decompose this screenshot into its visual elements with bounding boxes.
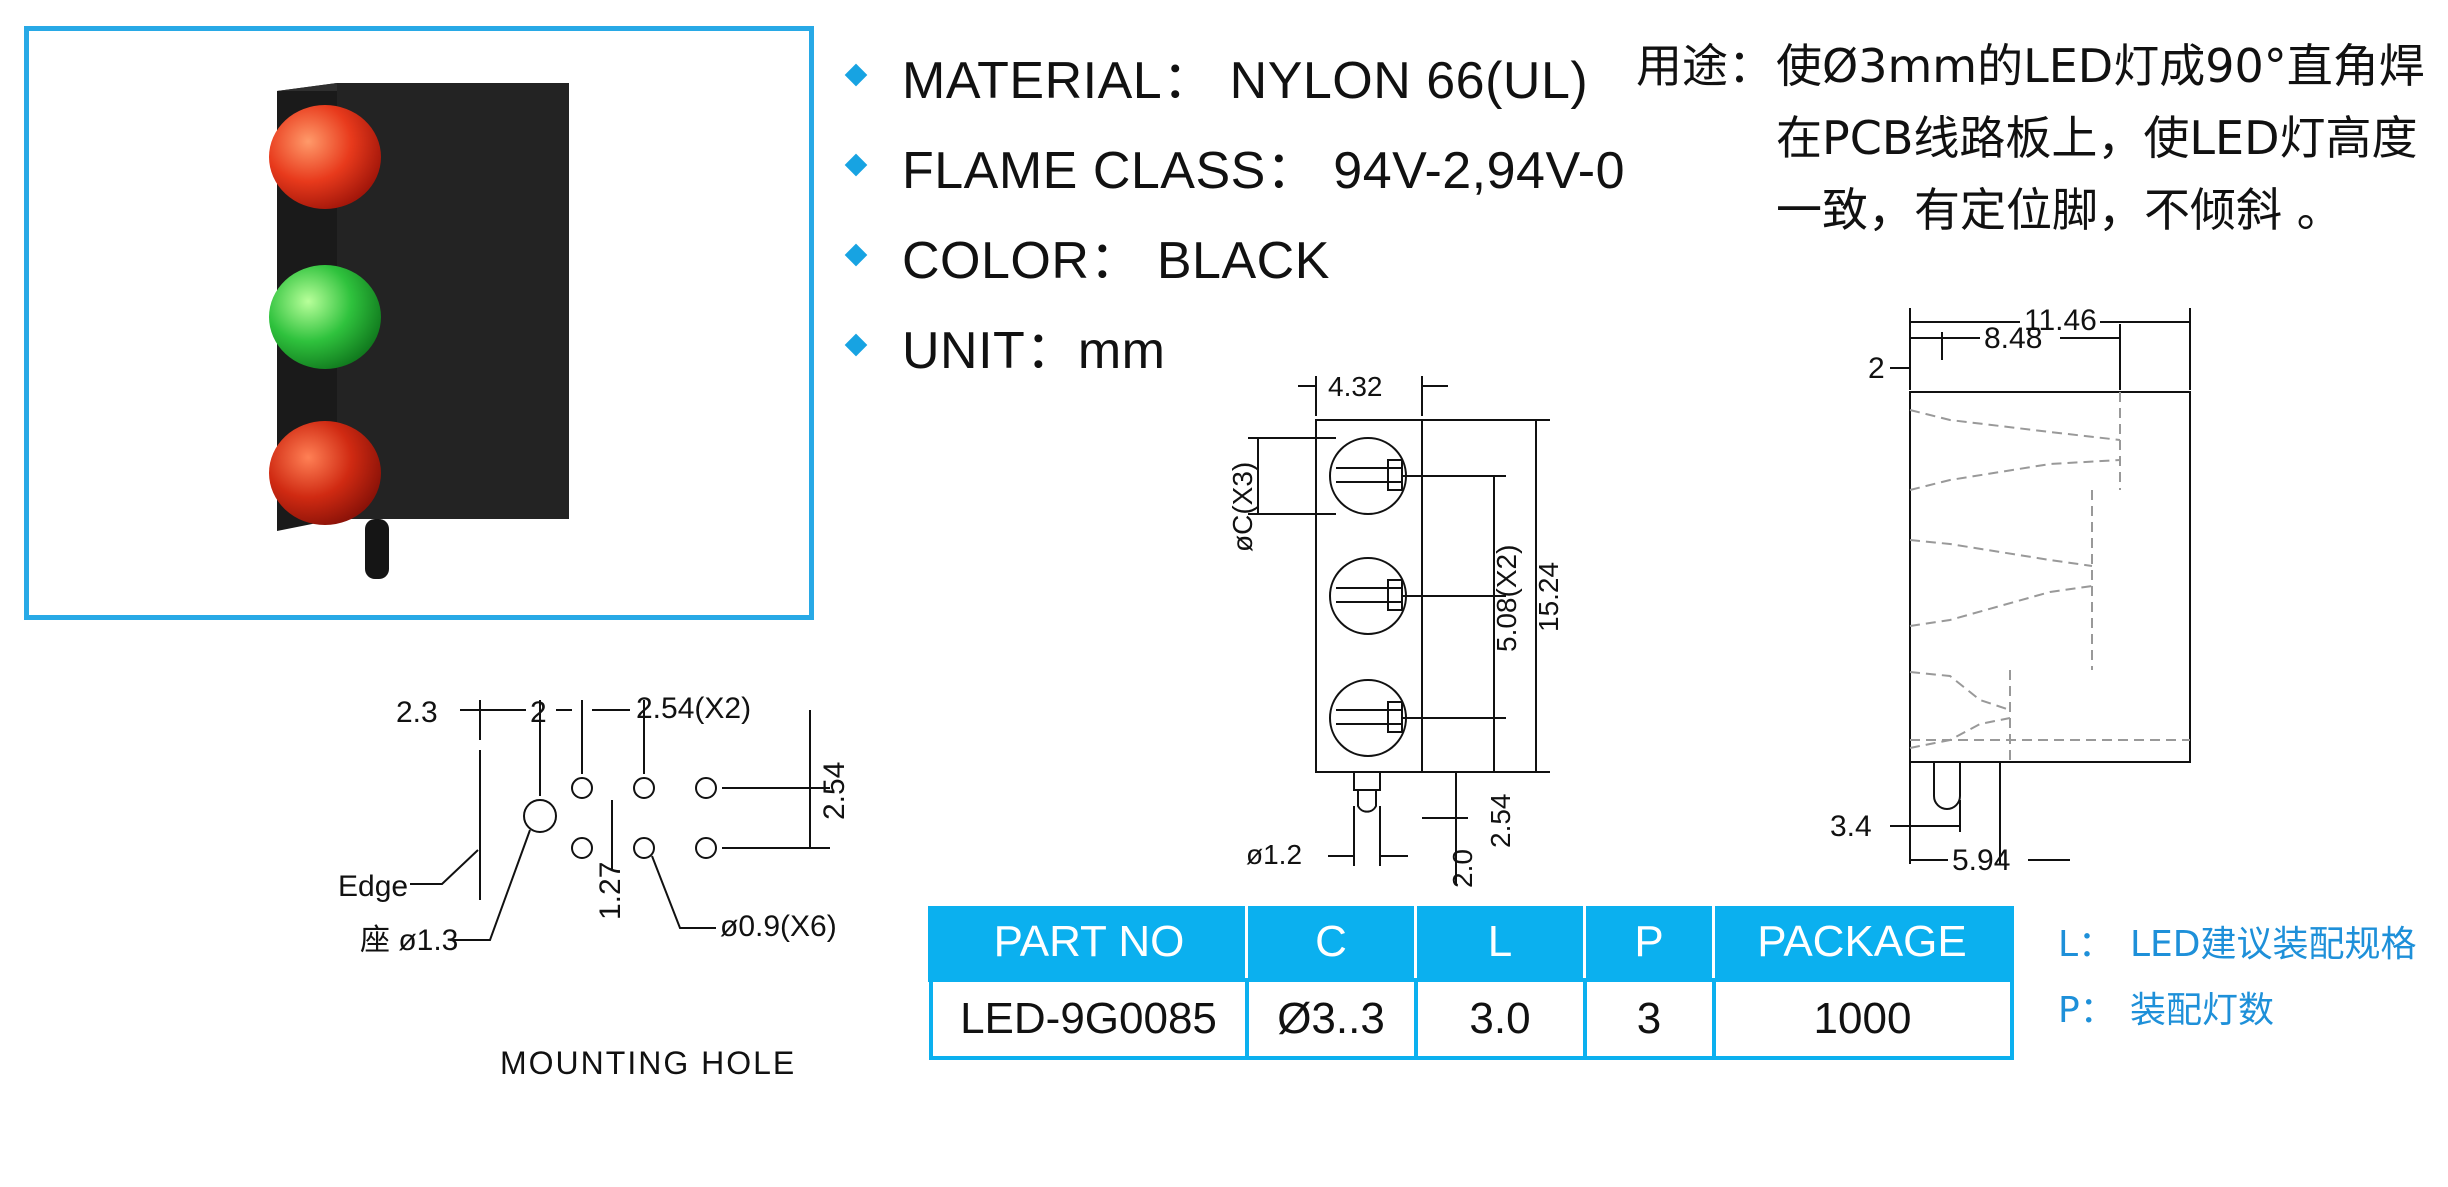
spec-text: MATERIAL： NYLON 66(UL)	[902, 51, 1589, 110]
side-view-drawing: 11.46 8.48 2 3.4 5.94	[1830, 304, 2191, 877]
front-view-drawing: 4.32 øC(X3) 5.08(X2) 15.24 ø1.2 2.0 2.54	[1228, 371, 1564, 888]
led-green-middle	[269, 265, 381, 369]
spec-text: COLOR： BLACK	[902, 231, 1330, 290]
cell-c: Ø3..3	[1244, 978, 1418, 1060]
side-pin-pos-label: 5.94	[1952, 844, 2010, 877]
front-pin-len-label: 2.0	[1447, 849, 1478, 888]
dim-2-3-label: 2.3	[396, 696, 438, 729]
spec-list: MATERIAL： NYLON 66(UL) FLAME CLASS： 94V-…	[844, 30, 1626, 390]
table-header-row: PART NO C L P PACKAGE	[928, 906, 2014, 980]
product-photo-frame	[24, 26, 814, 620]
product-photo	[269, 83, 569, 579]
cell-part-no: LED-9G0085	[928, 978, 1249, 1060]
legend-key: P：	[2058, 990, 2116, 1031]
spec-material: MATERIAL： NYLON 66(UL)	[844, 30, 1625, 120]
housing-front	[337, 83, 569, 519]
edge-label: Edge	[338, 870, 408, 903]
side-small-label: 2	[1868, 352, 1885, 385]
legend-key: L：	[2058, 924, 2115, 965]
header-package: PACKAGE	[1712, 906, 2014, 980]
side-inner-label: 8.48	[1984, 322, 2042, 355]
cell-p: 3	[1582, 978, 1716, 1060]
header-part-no: PART NO	[928, 906, 1248, 980]
header-p: P	[1583, 906, 1715, 980]
table-row: LED-9G0085 Ø3..3 3.0 3 1000	[928, 978, 2014, 1060]
led-red-top	[269, 105, 381, 209]
spec-text: FLAME CLASS： 94V-2,94V-0	[902, 141, 1626, 200]
diamond-bullet-icon	[844, 63, 868, 87]
spec-text: UNIT：mm	[902, 321, 1166, 380]
front-pin-offset-label: 2.54	[1485, 794, 1516, 849]
spec-color: COLOR： BLACK	[844, 210, 1625, 300]
dim-2-54-x2-label: 2.54(X2)	[636, 692, 751, 725]
front-width-label: 4.32	[1328, 371, 1383, 402]
front-dia-c-label: øC(X3)	[1228, 462, 1258, 552]
usage-label: 用途：	[1636, 39, 1774, 93]
header-l: L	[1414, 906, 1586, 980]
header-c: C	[1245, 906, 1417, 980]
legend-value: 装配灯数	[2130, 990, 2275, 1031]
diamond-bullet-icon	[844, 243, 868, 267]
dim-2-54-vertical-label: 2.54	[818, 762, 851, 820]
seat-label: 座 ø1.3	[360, 924, 458, 957]
usage-line-3: 一致，有定位脚，不倾斜 。	[1776, 183, 2343, 237]
side-total-label: 11.46	[2024, 304, 2097, 337]
table-legend: L： LED建议装配规格 P： 装配灯数	[2058, 912, 2417, 1044]
hole-label: ø0.9(X6)	[720, 910, 837, 943]
mounting-hole-title: MOUNTING HOLE	[500, 1045, 796, 1081]
cell-l: 3.0	[1413, 978, 1587, 1060]
front-pin-dia-label: ø1.2	[1246, 839, 1302, 870]
housing-pin	[365, 519, 389, 579]
cell-package: 1000	[1711, 978, 2014, 1060]
usage-line-2: 在PCB线路板上，使LED灯高度	[1776, 111, 2418, 165]
spec-flame-class: FLAME CLASS： 94V-2,94V-0	[844, 120, 1626, 210]
usage-line-1: 使Ø3mm的LED灯成90°直角焊	[1776, 39, 2425, 93]
dim-2-label: 2	[530, 696, 547, 729]
part-number-table: PART NO C L P PACKAGE LED-9G0085 Ø3..3 3…	[928, 906, 2014, 1060]
front-height-label: 15.24	[1533, 562, 1564, 632]
front-pitch-label: 5.08(X2)	[1491, 545, 1522, 652]
legend-item: P： 装配灯数	[2058, 978, 2417, 1044]
legend-item: L： LED建议装配规格	[2058, 912, 2417, 978]
side-pin-offset-label: 3.4	[1830, 810, 1872, 843]
dim-1-27-label: 1.27	[594, 862, 627, 920]
usage-description: 用途：使Ø3mm的LED灯成90°直角焊 在PCB线路板上，使LED灯高度 一致…	[1636, 30, 2425, 246]
spec-unit: UNIT：mm	[844, 300, 1625, 390]
legend-value: LED建议装配规格	[2130, 924, 2417, 965]
diamond-bullet-icon	[844, 153, 868, 177]
diamond-bullet-icon	[844, 333, 868, 357]
mounting-hole-drawing: 2.3 2 2.54(X2) 2.54 1.27 Edge 座 ø1.3 ø0.…	[338, 692, 851, 1081]
led-red-bottom	[269, 421, 381, 525]
